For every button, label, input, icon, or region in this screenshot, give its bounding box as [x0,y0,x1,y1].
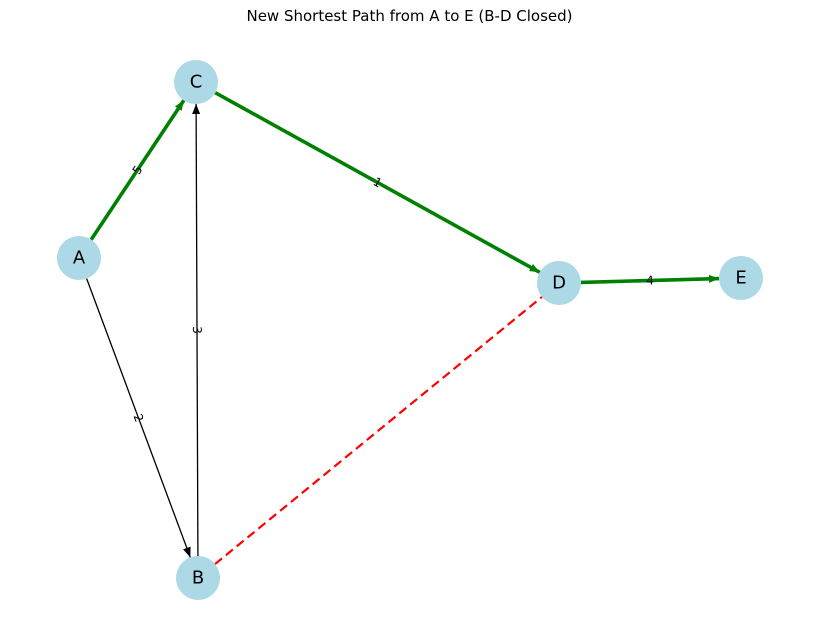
edge-line-B-C [195,103,199,557]
edge-line-A-B [86,278,191,558]
node-circle-C [174,60,218,104]
node-B: B [176,556,220,600]
edge-weight-B-C: 3 [190,326,204,334]
node-circle-D [537,261,581,305]
arrowhead-B-C [192,103,201,115]
node-circle-B [176,556,220,600]
edge-weight-A-C: 5 [130,163,146,177]
edge-line-D-E [580,276,720,285]
nodes-layer: A B C D E [57,60,763,600]
edge-A-C: 5 [89,99,186,241]
arrowhead-A-C [174,100,184,111]
edge-weight-D-E: 4 [646,273,654,287]
diagram-title: New Shortest Path from A to E (B-D Close… [246,7,573,25]
node-label-E: E [735,268,746,289]
edge-B-D [214,296,543,565]
node-label-C: C [190,72,203,93]
node-D: D [537,261,581,305]
edge-weight-C-D: 1 [371,175,384,191]
arrowhead-D-E [708,274,720,283]
edge-weight-A-B: 2 [131,412,147,424]
node-label-B: B [192,568,204,589]
edge-A-B: 2 [86,278,191,558]
edge-line-C-D [214,91,541,274]
node-circle-A [57,236,101,280]
edges-layer: 5 1 4 2 3 [86,91,720,565]
node-label-A: A [73,248,86,269]
arrowhead-A-B [183,546,191,558]
node-circle-E [719,256,763,300]
edge-line-B-D [214,296,543,565]
node-label-D: D [552,273,566,294]
arrowhead-C-D [529,263,540,273]
node-E: E [719,256,763,300]
edge-D-E: 4 [580,273,720,288]
edge-C-D: 1 [214,91,541,274]
node-C: C [174,60,218,104]
edge-line-A-C [89,99,186,241]
node-A: A [57,236,101,280]
edge-B-C: 3 [190,103,204,557]
